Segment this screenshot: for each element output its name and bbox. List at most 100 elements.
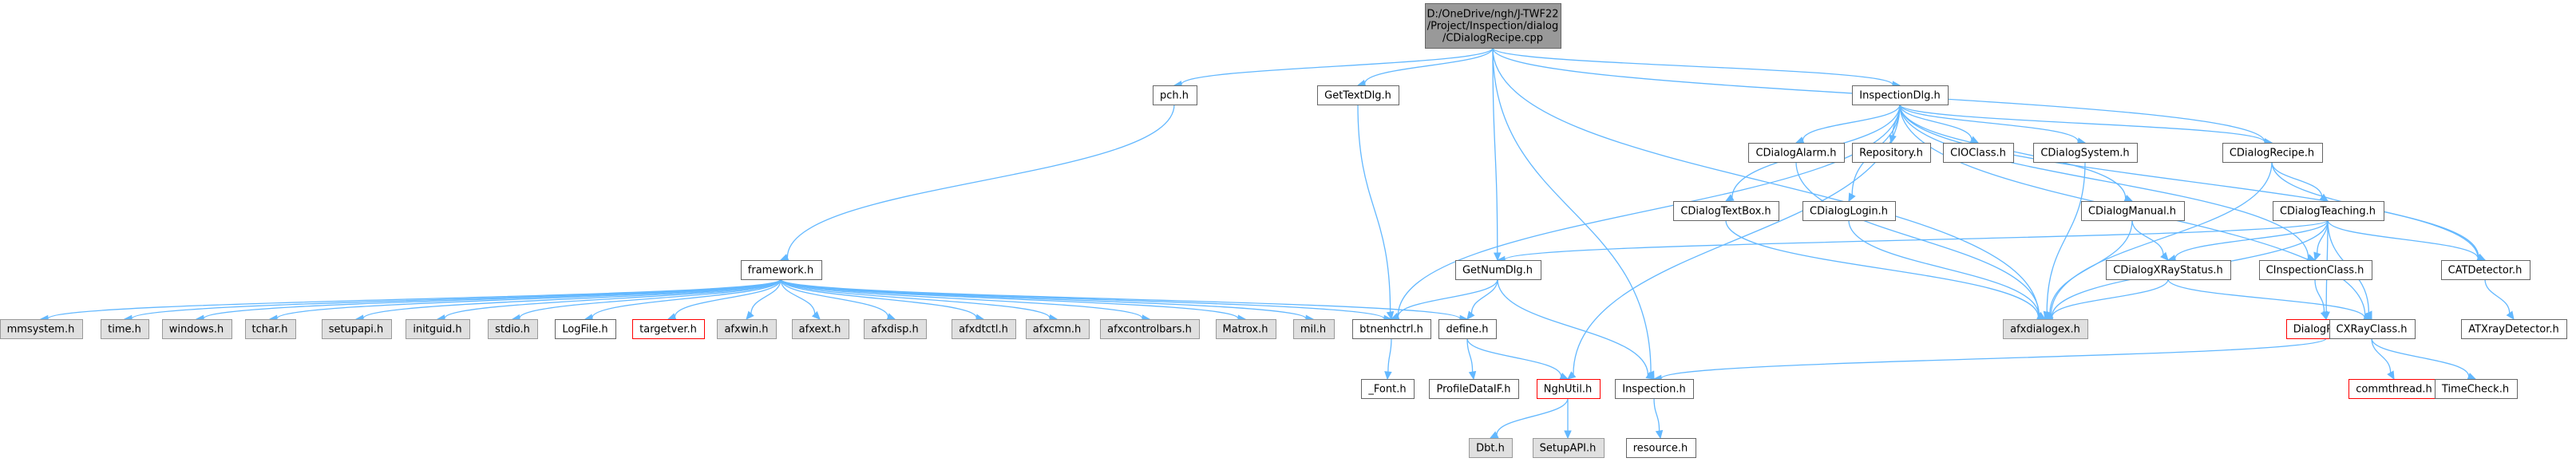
edge-getnumdlg-to-inspection	[1497, 278, 1649, 376]
node-afxcontrolbars[interactable]: afxcontrolbars.h	[1100, 319, 1200, 339]
edge-inspectiondlg-to-cdialogrecipe	[1899, 104, 2265, 143]
node-box	[1317, 85, 1399, 105]
edge-cdialogmanual-to-cdialogxraystatus	[2131, 219, 2164, 255]
node-label: CDialogXRayStatus.h	[2113, 265, 2223, 277]
node-cxrayclass[interactable]: CXRayClass.h	[2329, 319, 2416, 339]
node-label: targetver.h	[639, 324, 697, 336]
node-box	[0, 319, 83, 339]
node-cdialogrecipe[interactable]: CDialogRecipe.h	[2222, 143, 2323, 163]
node-timecheck[interactable]: TimeCheck.h	[2435, 379, 2518, 399]
node-afxwin[interactable]: afxwin.h	[717, 319, 777, 339]
node-afxdtctl[interactable]: afxdtctl.h	[952, 319, 1016, 339]
node-afxdisp[interactable]: afxdisp.h	[864, 319, 927, 339]
node-box	[1455, 260, 1541, 280]
edge-framework-to-windows	[203, 278, 782, 319]
node-inspection[interactable]: Inspection.h	[1615, 379, 1694, 399]
node-mmsystem[interactable]: mmsystem.h	[0, 319, 83, 339]
node-box	[2259, 260, 2372, 280]
node-cdialogsystem[interactable]: CDialogSystem.h	[2033, 143, 2138, 163]
edge-framework-to-afxdisp	[780, 278, 889, 318]
node-label: framework.h	[748, 265, 813, 277]
node-label: TimeCheck.h	[2441, 384, 2509, 396]
node-label: CDialogRecipe.h	[2230, 148, 2314, 160]
edge-framework-to-mil	[780, 278, 1307, 319]
edge-inspectiondlg-to-cdialogsystem	[1899, 104, 2079, 142]
node-label: stdio.h	[495, 324, 530, 336]
arrowhead	[2313, 251, 2321, 262]
node-repository[interactable]: Repository.h	[1852, 143, 1931, 163]
node-resource[interactable]: resource.h	[1626, 438, 1696, 458]
node-inspectiondlg[interactable]: InspectionDlg.h	[1852, 85, 1949, 105]
node-cdialogxraystatus[interactable]: CDialogXRayStatus.h	[2106, 260, 2231, 280]
node-cdialogteaching[interactable]: CDialogTeaching.h	[2273, 201, 2384, 221]
arrowhead	[2036, 312, 2047, 320]
node-cdialoglogin[interactable]: CDialogLogin.h	[1802, 201, 1896, 221]
node-setupapi2[interactable]: SetupAPI.h	[1533, 438, 1605, 458]
node-framework[interactable]: framework.h	[741, 260, 822, 280]
node-catdetector[interactable]: CATDetector.h	[2441, 260, 2530, 280]
node-label: mil.h	[1300, 324, 1326, 336]
node-nghutil[interactable]: NghUtil.h	[1537, 379, 1601, 399]
arrowhead	[1645, 371, 1656, 380]
node-font[interactable]: _Font.h	[1361, 379, 1415, 399]
node-stdio[interactable]: stdio.h	[488, 319, 538, 339]
arrowhead	[2319, 193, 2329, 202]
node-label: afxwin.h	[724, 324, 768, 336]
node-box	[2461, 319, 2567, 339]
node-box	[2003, 319, 2088, 339]
node-label: NghUtil.h	[1544, 384, 1592, 396]
node-afxdialogex[interactable]: afxdialogex.h	[2003, 319, 2088, 339]
node-pch[interactable]: pch.h	[1153, 85, 1197, 105]
node-profiledataif[interactable]: ProfileDataIF.h	[1429, 379, 1519, 399]
edge-root-to-pch	[1181, 47, 1494, 85]
node-cdialogalarm[interactable]: CDialogAlarm.h	[1748, 143, 1845, 163]
node-cioclass[interactable]: CIOClass.h	[1943, 143, 2014, 163]
node-box	[1438, 319, 1497, 339]
node-label: afxcontrolbars.h	[1107, 324, 1192, 336]
node-commthread[interactable]: commthread.h	[2348, 379, 2440, 399]
node-cdialogtextbox[interactable]: CDialogTextBox.h	[1673, 201, 1779, 221]
node-targetver[interactable]: targetver.h	[632, 319, 705, 339]
node-box	[2222, 143, 2323, 163]
nodes-layer: D:/OneDrive/ngh/J-TWF22/Project/Inspecti…	[0, 3, 2567, 458]
edge-inspectiondlg-to-cioclass	[1899, 104, 1973, 140]
node-logfile[interactable]: LogFile.h	[555, 319, 616, 339]
node-tchar[interactable]: tchar.h	[245, 319, 296, 339]
arrowhead	[1489, 431, 1499, 439]
edge-cdialogtextbox-to-afxdialogex	[1725, 219, 2040, 318]
edge-root-to-getnumdlg	[1492, 47, 1498, 254]
edge-cdialogxraystatus-to-cxrayclass	[2167, 278, 2365, 318]
node-cinspectionclass[interactable]: CInspectionClass.h	[2259, 260, 2372, 280]
node-cdialogmanual[interactable]: CDialogManual.h	[2081, 201, 2185, 221]
node-box	[1537, 379, 1601, 399]
node-time[interactable]: time.h	[101, 319, 149, 339]
node-label: LogFile.h	[562, 324, 607, 336]
edge-root-to-inspection	[1492, 47, 1652, 373]
node-box	[2441, 260, 2530, 280]
node-getnumdlg[interactable]: GetNumDlg.h	[1455, 260, 1541, 280]
node-setupapi[interactable]: setupapi.h	[322, 319, 392, 339]
arrowhead	[2364, 310, 2372, 321]
node-gettextdlg[interactable]: GetTextDlg.h	[1317, 85, 1399, 105]
node-windows[interactable]: windows.h	[162, 319, 232, 339]
edge-framework-to-tchar	[276, 278, 782, 319]
node-afxext[interactable]: afxext.h	[792, 319, 849, 339]
node-initguid[interactable]: initguid.h	[406, 319, 470, 339]
node-matrox[interactable]: Matrox.h	[1216, 319, 1276, 339]
edge-framework-to-initguid	[444, 278, 782, 319]
node-define[interactable]: define.h	[1438, 319, 1497, 339]
node-afxcmn[interactable]: afxcmn.h	[1026, 319, 1090, 339]
arrowhead	[1848, 192, 1856, 203]
edge-framework-to-define	[780, 278, 1461, 320]
node-dbt[interactable]: Dbt.h	[1469, 438, 1513, 458]
node-btnenhctrl[interactable]: btnenhctrl.h	[1352, 319, 1431, 339]
node-box	[1626, 438, 1696, 458]
node-label: afxdtctl.h	[959, 324, 1008, 336]
node-label: SetupAPI.h	[1540, 443, 1597, 455]
node-label: Repository.h	[1859, 148, 1923, 160]
node-box	[488, 319, 538, 339]
node-mil[interactable]: mil.h	[1293, 319, 1335, 339]
node-box	[1100, 319, 1200, 339]
node-box	[1429, 379, 1519, 399]
node-atxraydetector[interactable]: ATXrayDetector.h	[2461, 319, 2567, 339]
